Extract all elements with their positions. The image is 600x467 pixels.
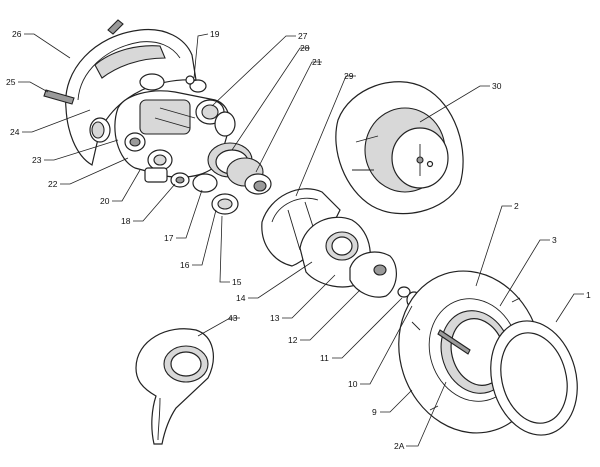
- callout-17: 17: [164, 233, 174, 243]
- leader-lines: [18, 33, 584, 447]
- callout-25: 25: [6, 77, 16, 87]
- callout-3: 3: [552, 235, 557, 245]
- callout-2: 2: [514, 201, 519, 211]
- callout-19: 19: [210, 29, 220, 39]
- thermostatic-cartridge-part-30: [335, 81, 464, 215]
- callout-11: 11: [320, 353, 329, 363]
- valve-body-assembly: [114, 75, 236, 183]
- callout-43: 43: [228, 313, 238, 323]
- callout-29: 29: [344, 71, 354, 81]
- callout-2a: 2A: [394, 441, 405, 451]
- callout-12: 12: [288, 335, 298, 345]
- callout-labels: 1 2 2A 3 9 10 11 12 13 14 15 16 17 18 19…: [6, 29, 591, 451]
- callout-24: 24: [10, 127, 20, 137]
- callout-16: 16: [180, 260, 190, 270]
- callout-22: 22: [48, 179, 58, 189]
- callout-26: 26: [12, 29, 22, 39]
- callout-27: 27: [298, 31, 308, 41]
- callout-18: 18: [121, 216, 131, 226]
- callout-30: 30: [492, 81, 502, 91]
- shroud-part-29: [261, 188, 341, 267]
- lever-handle-part-43: [135, 328, 214, 445]
- back-shell-part-26: [65, 28, 197, 166]
- callout-23: 23: [32, 155, 42, 165]
- callout-13: 13: [270, 313, 280, 323]
- callout-15: 15: [232, 277, 242, 287]
- inner-cap-part-12-13: [349, 251, 397, 298]
- callout-21: 21: [312, 57, 322, 67]
- callout-9: 9: [372, 407, 377, 417]
- callout-14: 14: [236, 293, 246, 303]
- callout-1: 1: [586, 290, 591, 300]
- callout-10: 10: [348, 379, 358, 389]
- cartridge-stack: [170, 142, 272, 215]
- callout-28: 28: [300, 43, 310, 53]
- callout-20: 20: [100, 196, 110, 206]
- trim-ring-part-1: [490, 320, 578, 436]
